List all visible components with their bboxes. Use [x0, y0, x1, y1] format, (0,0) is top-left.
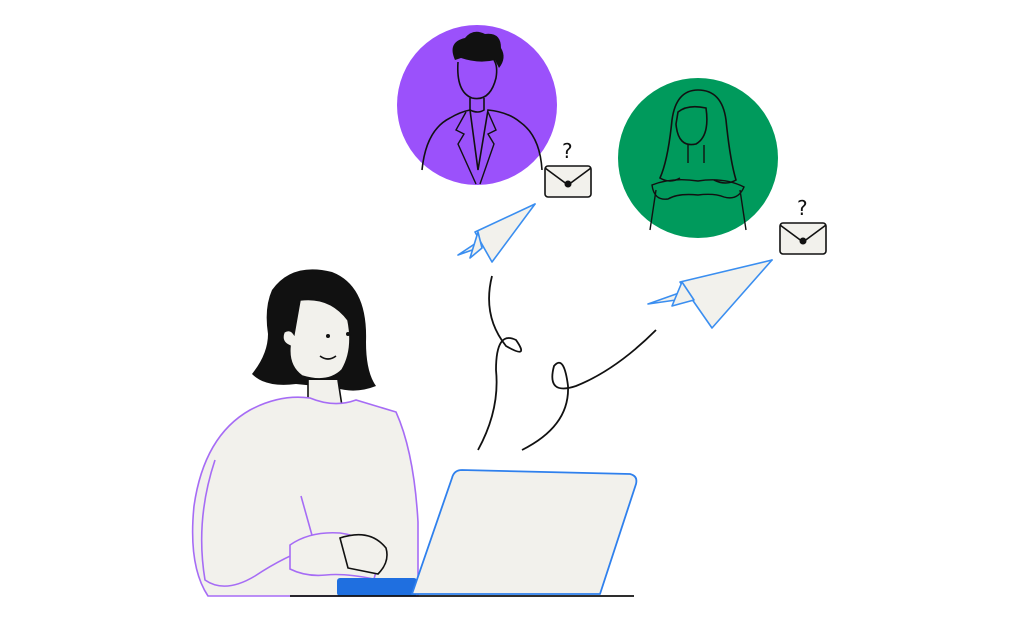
- laptop: [290, 469, 638, 597]
- laptop-screen: [411, 469, 638, 595]
- envelope-left-icon: ?: [544, 139, 592, 198]
- question-mark-left: ?: [562, 139, 573, 163]
- question-mark-right: ?: [797, 196, 808, 220]
- avatar-man: [397, 25, 557, 185]
- paper-plane-left-icon: [457, 203, 536, 263]
- paper-plane-right-icon: [647, 259, 773, 329]
- avatar-woman: [618, 78, 778, 238]
- laptop-keyboard: [337, 578, 417, 596]
- envelope-right-icon: ?: [779, 196, 827, 255]
- flight-trail-right: [521, 329, 657, 451]
- woman-at-laptop: [191, 269, 419, 597]
- flight-trail-left: [477, 275, 523, 451]
